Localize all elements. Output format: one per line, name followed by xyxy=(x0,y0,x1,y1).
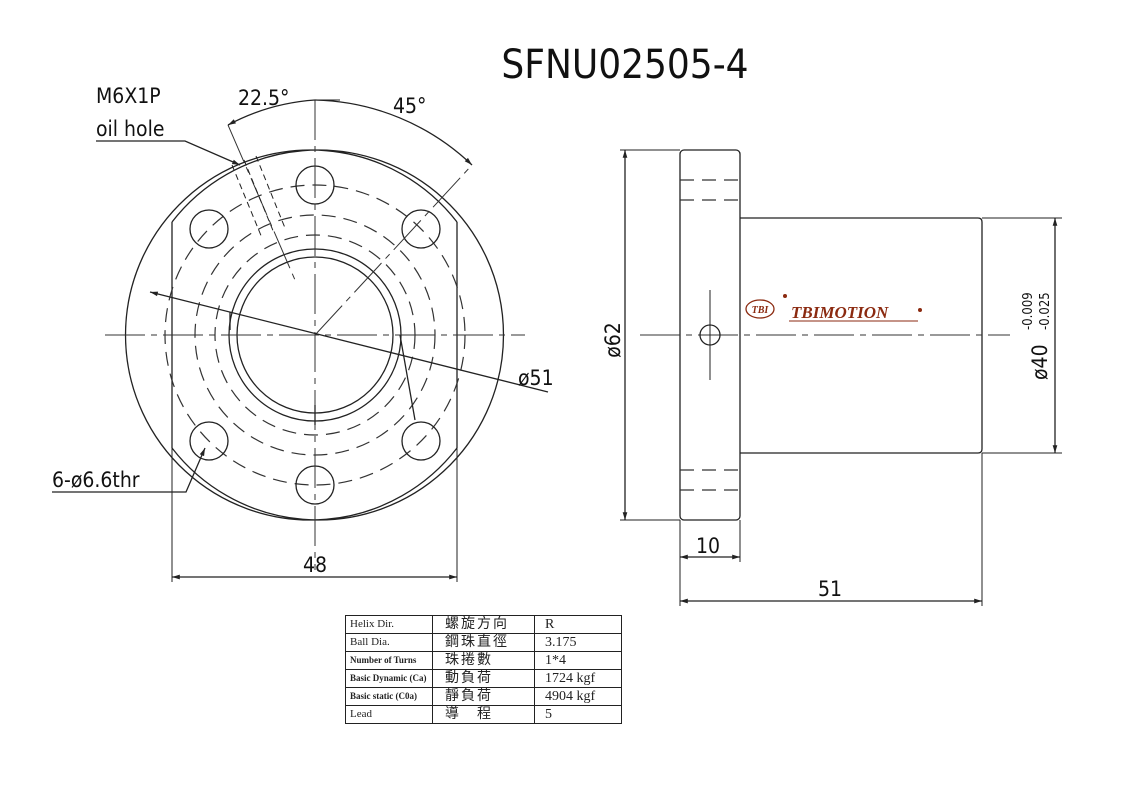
angle-22-5-label: 22.5° xyxy=(238,86,290,110)
spec-value: 1*4 xyxy=(534,651,622,670)
spec-value: R xyxy=(534,615,622,634)
body-dia-label: ø40 xyxy=(1028,344,1052,380)
flange-thickness-label: 10 xyxy=(696,534,720,558)
svg-text:TBI: TBI xyxy=(752,305,770,316)
spec-value: 4904 kgf xyxy=(534,687,622,706)
angle-45-label: 45° xyxy=(393,94,426,118)
spec-label-en: Basic Dynamic (Ca) xyxy=(345,669,433,688)
oil-hole-thread-label: M6X1P xyxy=(96,84,161,108)
spec-value: 1724 kgf xyxy=(534,669,622,688)
spec-label-en: Number of Turns xyxy=(345,651,433,670)
flange-dia-label: ø62 xyxy=(601,322,625,358)
svg-text:TBIMOTION: TBIMOTION xyxy=(791,303,889,322)
spec-label-en: Lead xyxy=(345,705,433,724)
oil-hole-label: oil hole xyxy=(96,117,164,141)
spec-label-zh: 動負荷 xyxy=(432,669,535,688)
spec-value: 3.175 xyxy=(534,633,622,652)
spec-label-zh: 導 程 xyxy=(432,705,535,724)
spec-label-en: Basic static (C0a) xyxy=(345,687,433,706)
spec-label-en: Helix Dir. xyxy=(345,615,433,634)
spec-label-zh: 珠捲數 xyxy=(432,651,535,670)
body-tol-upper: -0.009 xyxy=(1021,292,1036,330)
body-tol-lower: -0.025 xyxy=(1038,292,1053,330)
drawing-title: SFNU02505-4 xyxy=(501,42,748,88)
spec-label-en: Ball Dia. xyxy=(345,633,433,652)
spec-value: 5 xyxy=(534,705,622,724)
front-view: 22.5° 45° M6X1P oil hole ø51 6-ø6.6thr 4… xyxy=(52,84,554,582)
width-48-label: 48 xyxy=(303,553,327,577)
spec-label-zh: 螺旋方向 xyxy=(432,615,535,634)
length-51-label: 51 xyxy=(818,577,842,601)
spec-label-zh: 靜負荷 xyxy=(432,687,535,706)
tbimotion-logo: TBI TBIMOTION xyxy=(745,294,922,322)
bolt-circle-dia-label: ø51 xyxy=(518,366,554,390)
holes-label: 6-ø6.6thr xyxy=(52,468,140,492)
spec-label-zh: 鋼珠直徑 xyxy=(432,633,535,652)
side-view: TBI TBIMOTION ø62 ø40 -0.009 -0.025 10 5… xyxy=(601,149,1062,606)
